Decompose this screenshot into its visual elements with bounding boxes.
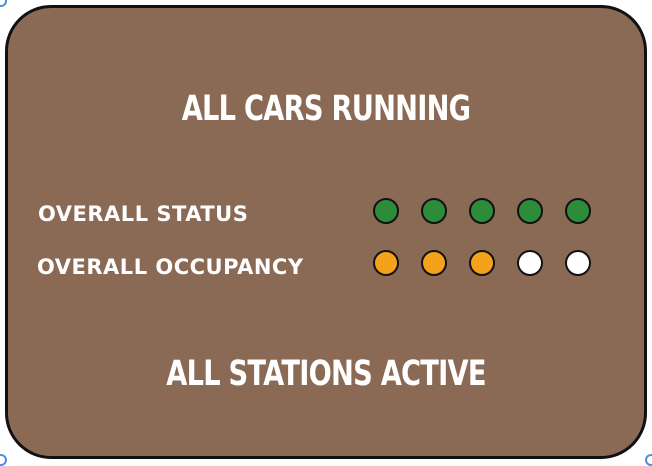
status-indicator-dot (421, 198, 447, 224)
overall-occupancy-label: OVERALL OCCUPANCY (37, 255, 304, 279)
resize-handle-bottom-left[interactable] (0, 454, 7, 466)
occupancy-indicator-dot (565, 250, 591, 276)
occupancy-indicator-dot (421, 250, 447, 276)
overall-status-indicators (373, 198, 591, 224)
status-indicator-dot (469, 198, 495, 224)
resize-handle-top-left[interactable] (0, 0, 7, 7)
status-indicator-dot (373, 198, 399, 224)
status-indicator-dot (565, 198, 591, 224)
overall-status-label: OVERALL STATUS (38, 202, 249, 226)
overall-occupancy-indicators (373, 250, 591, 276)
resize-handle-bottom-right[interactable] (645, 454, 652, 466)
stations-status-headline: All Stations Active (166, 354, 486, 394)
status-indicator-dot (517, 198, 543, 224)
occupancy-indicator-dot (517, 250, 543, 276)
occupancy-indicator-dot (373, 250, 399, 276)
status-panel[interactable] (5, 5, 647, 459)
cars-status-headline: All Cars Running (181, 89, 471, 129)
occupancy-indicator-dot (469, 250, 495, 276)
